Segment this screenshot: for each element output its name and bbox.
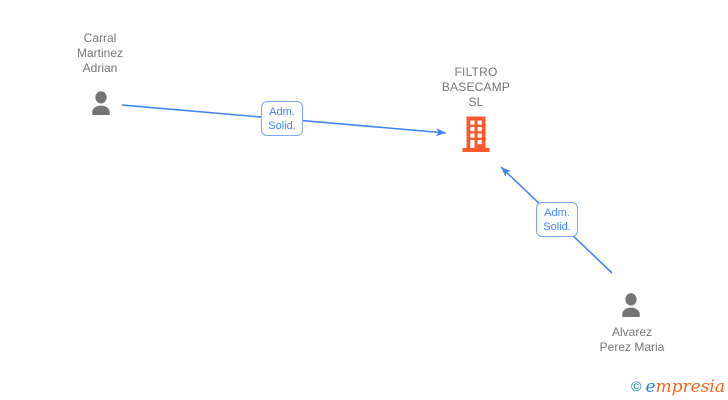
edge-label-line: Adm. xyxy=(544,206,570,219)
node-label-line: FILTRO xyxy=(454,65,498,79)
node-label-carral-martinez-adrian: Carral Martinez Adrian xyxy=(20,31,180,76)
node-carral-martinez-adrian[interactable] xyxy=(86,88,116,123)
node-label-line: Martinez xyxy=(76,46,123,60)
node-label-line: BASECAMP xyxy=(441,80,511,94)
person-icon xyxy=(616,293,646,324)
node-alvarez-perez-maria[interactable] xyxy=(616,290,646,325)
node-label-line: SL xyxy=(468,95,484,109)
edge-label-adm-solid-carral[interactable]: Adm. Solid. xyxy=(261,101,303,136)
node-label-line: Carral xyxy=(83,31,117,45)
node-filtro-basecamp-sl[interactable] xyxy=(461,115,491,158)
edge-label-line: Adm. xyxy=(269,105,295,118)
watermark-brand-lead: e xyxy=(645,377,656,397)
building-icon xyxy=(461,116,491,157)
edge-label-line: Solid. xyxy=(268,119,296,132)
person-icon xyxy=(86,91,116,122)
node-label-filtro-basecamp-sl: FILTRO BASECAMP SL xyxy=(396,65,556,110)
node-label-line: Perez Maria xyxy=(599,340,665,354)
edge-label-adm-solid-alvarez[interactable]: Adm. Solid. xyxy=(536,202,578,237)
node-label-line: Adrian xyxy=(82,61,118,75)
copyright-icon: © xyxy=(631,378,642,394)
node-label-line: Alvarez xyxy=(611,325,652,339)
edge-label-line: Solid. xyxy=(543,220,571,233)
watermark-brand-tail: mpresia xyxy=(655,377,726,397)
node-label-alvarez-perez-maria: Alvarez Perez Maria xyxy=(552,325,712,355)
watermark-empresia-logo[interactable]: ©empresia xyxy=(631,377,725,397)
